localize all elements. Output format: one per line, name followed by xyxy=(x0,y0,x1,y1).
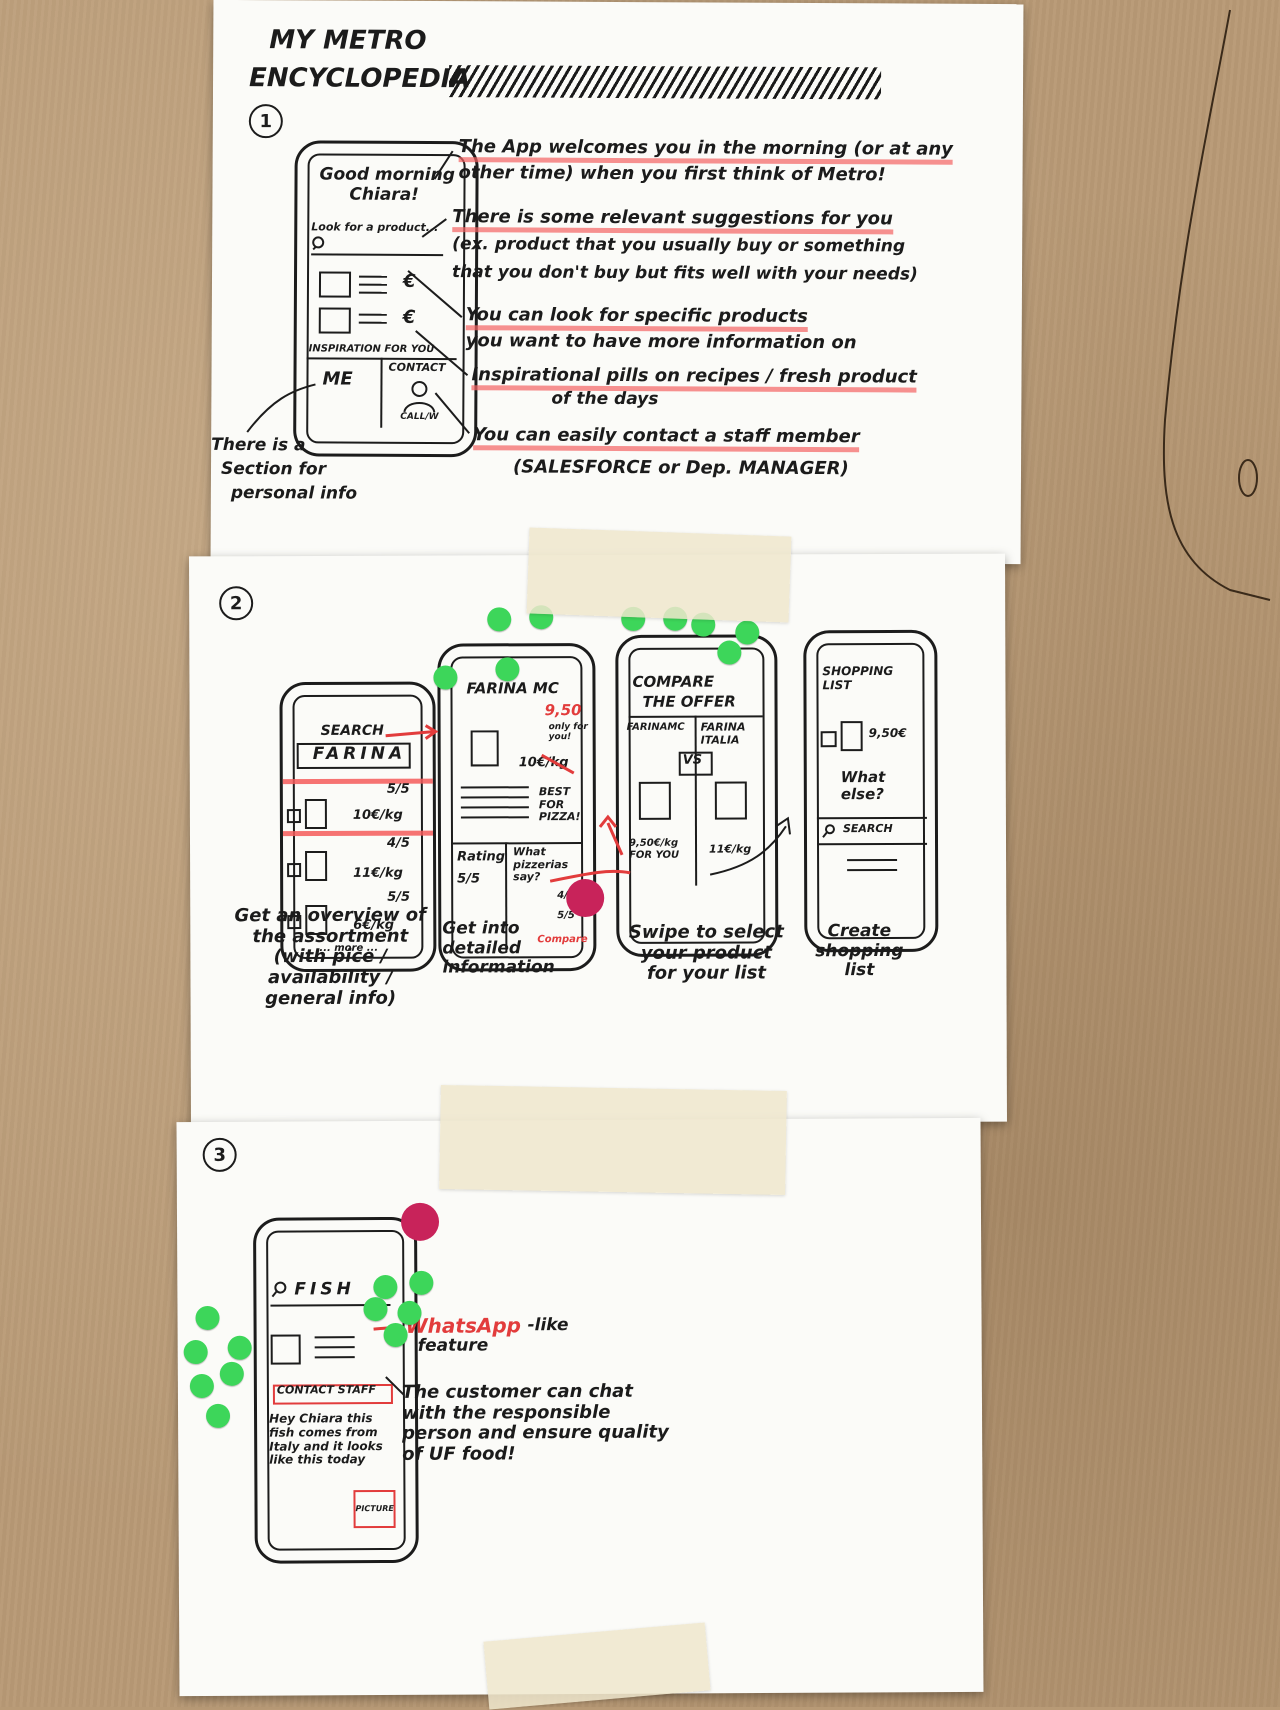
vote-dot xyxy=(735,620,760,645)
vote-dot xyxy=(205,1403,231,1428)
search-icon xyxy=(271,1281,287,1298)
home-screen-phone: Good morning Chiara! Look for a product.… xyxy=(293,140,479,458)
sheet-1: 1 MY METRO ENCYCLOPEDIA Good morning Chi… xyxy=(210,0,1024,565)
vote-dot xyxy=(495,657,520,682)
vote-dot xyxy=(409,1270,434,1295)
flow-arrows xyxy=(385,724,791,883)
vote-dot xyxy=(195,1305,220,1331)
contact-staff-phone: FISH CONTACT STAFF Hey Chiara this fish … xyxy=(253,1216,419,1564)
shopping-list-phone: SHOPPING LIST 9,50€ What else? SEARCH xyxy=(803,629,939,953)
vote-dot xyxy=(717,640,742,665)
vote-dot xyxy=(219,1361,244,1386)
annotation-arrows xyxy=(373,1325,405,1396)
magenta-sticker xyxy=(566,878,605,918)
caption-detail: Get into detailed information xyxy=(442,918,555,978)
vote-dot xyxy=(433,665,458,690)
caption-overview: Get an overview of the assortment (with … xyxy=(234,904,427,1009)
caption-swipe: Swipe to select your product for your li… xyxy=(628,921,784,985)
vote-dot xyxy=(227,1335,252,1360)
vote-dot xyxy=(383,1322,408,1348)
masking-tape xyxy=(526,527,792,623)
caption-shopping-list: Create shopping list xyxy=(815,920,904,981)
sheet-3: 3 FISH CONTACT STAFF Hey Chiara this fis… xyxy=(176,1117,984,1697)
masking-tape xyxy=(439,1084,787,1196)
sheet-2: 2 SEARCH FARINA 5/5 10€/kg 4/5 11€/kg 5/… xyxy=(189,553,1007,1125)
search-icon xyxy=(822,824,835,838)
vote-dot xyxy=(373,1274,398,1300)
vote-dot xyxy=(189,1373,214,1399)
vote-dot xyxy=(363,1297,388,1322)
search-icon xyxy=(312,236,325,251)
background-doodle xyxy=(1162,9,1271,601)
person-icon xyxy=(403,380,436,413)
magenta-sticker xyxy=(400,1202,440,1241)
vote-dot xyxy=(487,607,512,632)
vote-dot xyxy=(397,1300,422,1325)
annotation-arrows xyxy=(246,150,470,434)
vote-dot xyxy=(183,1339,208,1365)
